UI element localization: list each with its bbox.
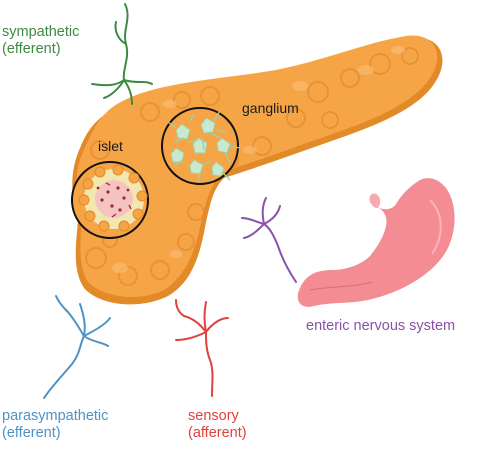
islet-callout xyxy=(71,161,149,239)
sensory-label-line1: sensory xyxy=(188,408,239,424)
sympathetic-label-line1: sympathetic xyxy=(2,24,80,40)
sensory-label: sensory (afferent) xyxy=(188,408,247,442)
ganglium-label: ganglium xyxy=(242,100,299,116)
parasympathetic-label-line1: parasympathetic xyxy=(2,408,109,424)
sensory-nerve xyxy=(175,299,229,397)
sympathetic-nerve xyxy=(91,3,153,105)
islet-label: islet xyxy=(98,138,123,154)
parasympathetic-label-line2: (efferent) xyxy=(2,425,61,441)
sensory-label-line2: (afferent) xyxy=(188,425,247,441)
enteric-label: enteric nervous system xyxy=(306,318,456,334)
sympathetic-label: sympathetic (efferent) xyxy=(2,24,79,58)
enteric-nerve xyxy=(241,197,297,283)
parasympathetic-nerve xyxy=(43,295,111,399)
ganglion-callout xyxy=(161,107,241,185)
parasympathetic-label: parasympathetic (efferent) xyxy=(2,408,108,442)
sympathetic-label-line2: (efferent) xyxy=(2,41,61,57)
stomach xyxy=(297,178,455,307)
